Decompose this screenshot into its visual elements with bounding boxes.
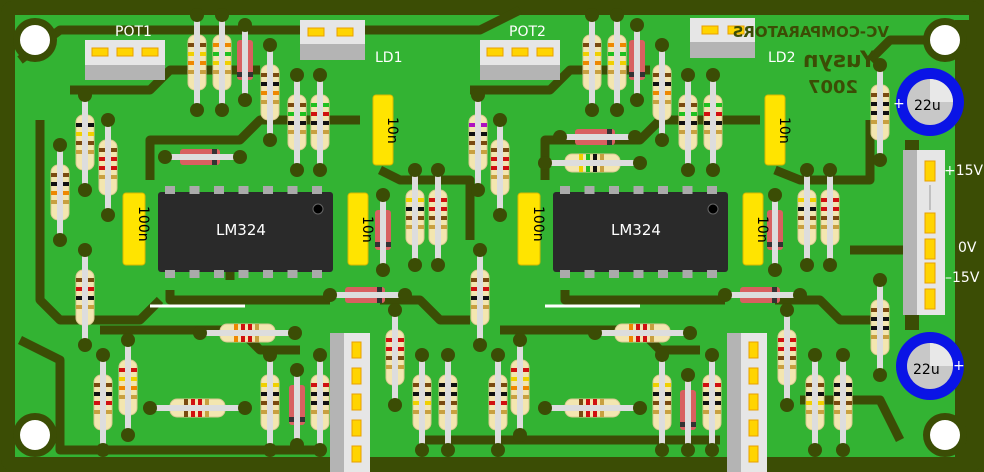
zero-v-label: 0V <box>958 240 977 256</box>
ld2-connector <box>690 18 755 58</box>
ic2-label: LM324 <box>611 221 661 239</box>
mounting-holes <box>13 18 967 457</box>
electrolytic-cap-bottom: 22u + <box>896 332 965 400</box>
svg-text:10n: 10n <box>754 216 770 243</box>
svg-text:100n: 100n <box>135 206 151 242</box>
ld2-label: LD2 <box>768 50 796 66</box>
cap-100n-2: 100n <box>517 192 546 266</box>
svg-text:2007: 2007 <box>808 77 858 98</box>
mounting-hole <box>930 25 960 55</box>
bottom-connector-right <box>727 333 767 472</box>
svg-text:10n: 10n <box>359 216 375 243</box>
plus15v-label: +15V <box>944 163 984 179</box>
ld1-label: LD1 <box>375 50 403 66</box>
ic-lm324-2 <box>553 186 728 278</box>
svg-text:100n: 100n <box>530 206 546 242</box>
power-connector <box>903 150 945 315</box>
pot1-connector <box>85 40 165 80</box>
mounting-hole <box>20 25 50 55</box>
svg-text:22u: 22u <box>913 362 940 378</box>
svg-text:+: + <box>953 358 965 374</box>
svg-text:10n: 10n <box>384 117 400 144</box>
pot1-label: POT1 <box>115 24 152 40</box>
cap-10n-1: 10n <box>372 94 400 166</box>
bottom-connector-left <box>330 333 370 472</box>
svg-text:22u: 22u <box>914 98 941 114</box>
mounting-hole <box>20 420 50 450</box>
pot2-label: POT2 <box>509 24 546 40</box>
svg-text:+: + <box>893 96 905 112</box>
ic-lm324-1 <box>158 186 333 278</box>
electrolytic-cap-top: 22u + <box>893 68 964 136</box>
mirrored-title: VC-COMPARATORS Yusyn 2007 <box>733 23 889 98</box>
cap-10n-4: 10n <box>764 94 792 166</box>
pot2-connector <box>480 40 560 80</box>
cap-100n-1: 100n <box>122 192 151 266</box>
ic1-label: LM324 <box>216 221 266 239</box>
mounting-hole <box>930 420 960 450</box>
minus15v-label: –15V <box>945 270 980 286</box>
ld1-connector <box>300 20 365 60</box>
svg-text:Yusyn: Yusyn <box>803 48 877 73</box>
cap-10n-2: 10n <box>347 192 375 266</box>
svg-text:10n: 10n <box>776 117 792 144</box>
svg-text:VC-COMPARATORS: VC-COMPARATORS <box>733 23 889 41</box>
cap-10n-3: 10n <box>742 192 770 266</box>
